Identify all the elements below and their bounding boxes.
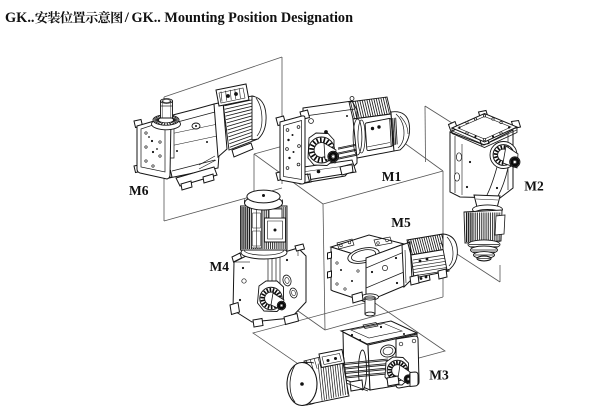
svg-text:M3: M3 xyxy=(429,368,449,383)
svg-text:GK.. Mounting Position Designa: GK.. Mounting Position Designation xyxy=(132,9,354,26)
svg-text:M2: M2 xyxy=(524,179,544,194)
svg-text:M1: M1 xyxy=(382,169,402,184)
svg-text:/: / xyxy=(124,9,130,26)
svg-text:M6: M6 xyxy=(129,183,149,198)
svg-text:GK..: GK.. xyxy=(5,9,35,26)
svg-text:M5: M5 xyxy=(391,215,411,230)
svg-text:M4: M4 xyxy=(210,259,230,274)
